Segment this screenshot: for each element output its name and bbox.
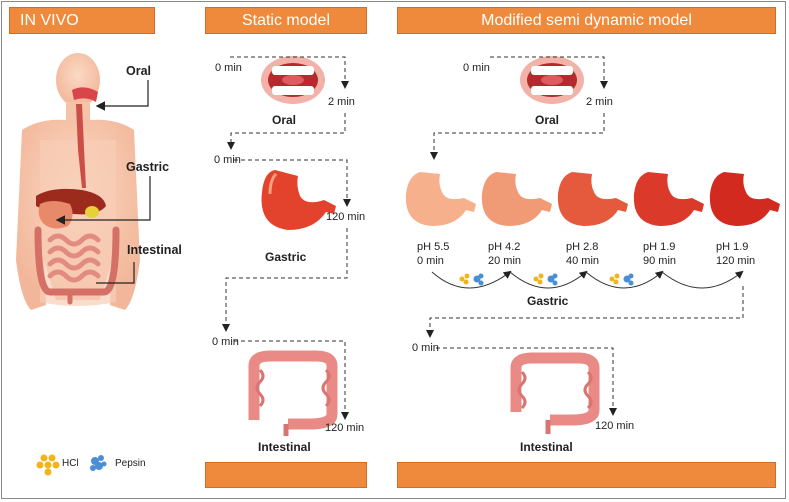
hcl-legend-label: HCl — [62, 458, 79, 469]
stage-3-ph: pH 2.8 — [566, 241, 599, 253]
static-stomach-image — [261, 170, 336, 230]
stage-4-time: 90 min — [643, 255, 677, 267]
static-oral-start-time: 0 min — [215, 62, 242, 74]
semi-intestinal-end-time: 120 min — [595, 420, 635, 432]
static-mouth-image — [261, 56, 325, 104]
stage-1-ph: pH 5.5 — [417, 241, 450, 253]
stage-3-time: 40 min — [566, 255, 600, 267]
in-vivo-gastric-label: Gastric — [126, 160, 170, 174]
stage-4-label: pH 1.9 90 min — [643, 240, 676, 268]
hcl-pepsin-marker-2 — [533, 273, 558, 286]
hcl-legend-icon — [36, 454, 60, 476]
static-gastric-end-time: 120 min — [326, 211, 366, 223]
in-vivo-oral-organ — [72, 87, 98, 188]
stage-2-label: pH 4.2 20 min — [488, 240, 521, 268]
hcl-pepsin-marker-1 — [459, 273, 484, 286]
static-intestinal-end-time: 120 min — [325, 422, 365, 434]
stomach-stage-4 — [633, 172, 704, 226]
in-vivo-oral-label: Oral — [126, 64, 152, 78]
static-oral-label: Oral — [272, 113, 297, 127]
static-intestinal-start-time: 0 min — [212, 336, 239, 348]
static-gastric-start-time: 0 min — [214, 154, 241, 166]
stage-5-ph: pH 1.9 — [716, 241, 749, 253]
semi-gastric-label: Gastric — [527, 294, 569, 308]
semi-dynamic-footer-bar — [397, 462, 776, 488]
stomach-stage-5 — [709, 172, 780, 226]
semi-oral-flow-lines — [426, 56, 744, 416]
gastric-stage-arrows — [431, 270, 744, 289]
in-vivo-title: IN VIVO — [20, 11, 79, 29]
stomach-stage-2 — [481, 172, 552, 226]
semi-intestinal-start-time: 0 min — [412, 342, 439, 354]
hcl-pepsin-marker-3 — [609, 273, 634, 286]
semi-mouth-image — [520, 56, 584, 104]
semi-dynamic-title: Modified semi dynamic model — [481, 11, 692, 29]
static-oral-end-time: 2 min — [328, 96, 355, 108]
stage-5-label: pH 1.9 120 min — [716, 240, 755, 268]
semi-intestine-image — [510, 352, 600, 434]
in-vivo-intestine-organ — [34, 226, 120, 305]
in-vivo-header: IN VIVO — [9, 7, 155, 34]
stomach-stage-1 — [405, 172, 476, 226]
in-vivo-gastric-organ — [36, 188, 106, 229]
semi-oral-end-time: 2 min — [586, 96, 613, 108]
stage-1-label: pH 5.5 0 min — [417, 240, 449, 268]
pepsin-legend-label: Pepsin — [115, 458, 146, 469]
static-gastric-label: Gastric — [265, 250, 307, 264]
in-vivo-pointers — [55, 80, 151, 284]
stage-4-ph: pH 1.9 — [643, 241, 676, 253]
stage-2-ph: pH 4.2 — [488, 241, 521, 253]
static-intestine-image — [248, 350, 338, 436]
stage-1-time: 0 min — [417, 255, 444, 267]
pepsin-legend-icon — [90, 455, 107, 471]
static-intestinal-label: Intestinal — [258, 440, 311, 454]
in-vivo-intestinal-label: Intestinal — [127, 243, 182, 257]
stage-3-label: pH 2.8 40 min — [566, 240, 599, 268]
stage-2-time: 20 min — [488, 255, 522, 267]
semi-dynamic-header: Modified semi dynamic model — [397, 7, 776, 34]
static-model-title: Static model — [241, 11, 331, 29]
semi-intestinal-label: Intestinal — [520, 440, 573, 454]
static-model-footer-bar — [205, 462, 367, 488]
static-model-header: Static model — [205, 7, 367, 34]
static-flow-lines — [222, 56, 351, 420]
stomach-stage-3 — [557, 172, 628, 226]
semi-oral-label: Oral — [535, 113, 560, 127]
semi-oral-start-time: 0 min — [463, 62, 490, 74]
stage-5-time: 120 min — [716, 255, 756, 267]
